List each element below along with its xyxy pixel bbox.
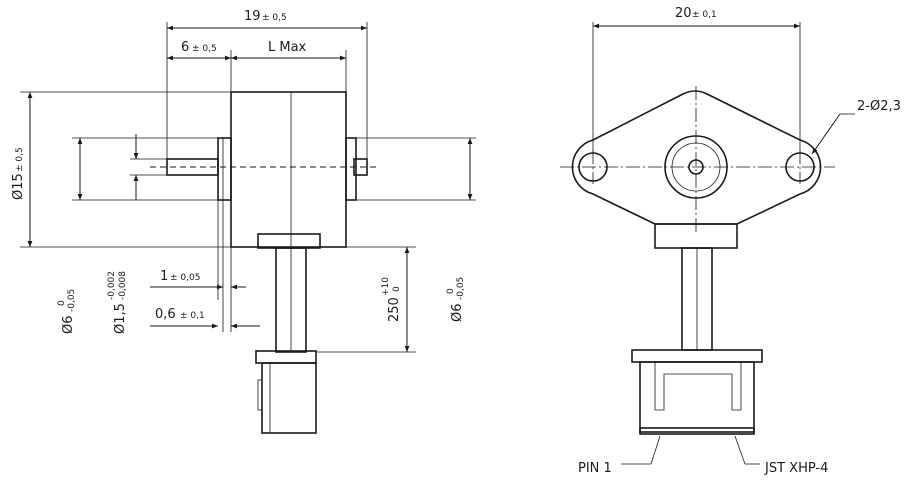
dim-overall-value: 19: [244, 9, 261, 24]
dim-cable-label: 250 +10 0: [381, 277, 402, 322]
right-boss: [345, 137, 357, 201]
front-connector-base: [639, 427, 755, 435]
dim-flange-tol: ± 0,05: [170, 273, 200, 283]
leader-connector: [734, 435, 746, 465]
front-connector-latch: [654, 362, 742, 411]
dim-cable-tol-lower: 0: [392, 286, 402, 292]
connector-latch: [257, 379, 263, 411]
dim-body-dia-label: Ø15 ± 0,5: [11, 147, 26, 200]
front-view: 20 ± 0,1 2-Ø2,3 PIN 1 JST XHP-4: [560, 6, 901, 476]
side-view: 19 ± 0,5 6 ± 0,5 L Max Ø15 ± 0,5 Ø6 0 -0…: [11, 9, 476, 434]
dim-shoulder-tol: ± 0,1: [180, 311, 205, 321]
label-pin: PIN 1: [578, 461, 612, 476]
dim-shaft-dia-tol-upper: -0,002: [107, 271, 117, 300]
shaft: [166, 158, 219, 176]
dim-shaft-dia-label: Ø1,5 -0,002 -0,008: [107, 271, 128, 334]
motor-body: [230, 91, 347, 248]
label-connector: JST XHP-4: [764, 461, 828, 476]
dim-boss-right-tol-upper: 0: [446, 288, 456, 294]
dim-cable-tol-upper: +10: [381, 277, 391, 296]
dim-cable-value: 250: [387, 297, 402, 322]
dim-shoulder-value: 0,6: [155, 307, 176, 322]
dim-boss-left-tol-lower: -0,05: [67, 289, 77, 312]
cable-outlet: [257, 233, 321, 249]
dim-boss-right-tol-lower: -0,05: [456, 277, 466, 300]
dim-shaft-dia-tol-lower: -0,008: [118, 271, 128, 300]
left-flange: [222, 137, 232, 201]
front-connector-body: [639, 361, 755, 433]
dim-flange-value: 1: [160, 269, 168, 284]
dim-holes-label: 2-Ø2,3: [857, 99, 901, 114]
front-connector-cap: [631, 349, 763, 363]
dim-boss-right-value: Ø6: [450, 303, 465, 322]
mounting-flange: [571, 90, 822, 225]
left-boss: [217, 137, 232, 201]
dim-boss-left-tol-upper: 0: [57, 300, 67, 306]
dim-shaft-dia-value: Ø1,5: [113, 303, 128, 334]
dim-body-dia-tol: ± 0,5: [15, 147, 25, 172]
dim-body-value: L Max: [268, 40, 307, 55]
dim-shaft-tol: ± 0,5: [192, 44, 217, 54]
dim-boss-left-value: Ø6: [61, 315, 76, 334]
dim-boss-right-label: Ø6 0 -0,05: [446, 277, 466, 322]
dim-mount-tol: ± 0,1: [692, 10, 717, 20]
dim-mount-value: 20: [675, 6, 692, 21]
leader-holes: [811, 113, 841, 155]
dim-boss-left-label: Ø6 0 -0,05: [57, 289, 77, 334]
dim-body-dia-value: Ø15: [11, 173, 26, 200]
dim-overall-tol: ± 0,5: [262, 13, 287, 23]
dim-shaft-value: 6: [181, 40, 189, 55]
leader-pin: [650, 435, 661, 465]
